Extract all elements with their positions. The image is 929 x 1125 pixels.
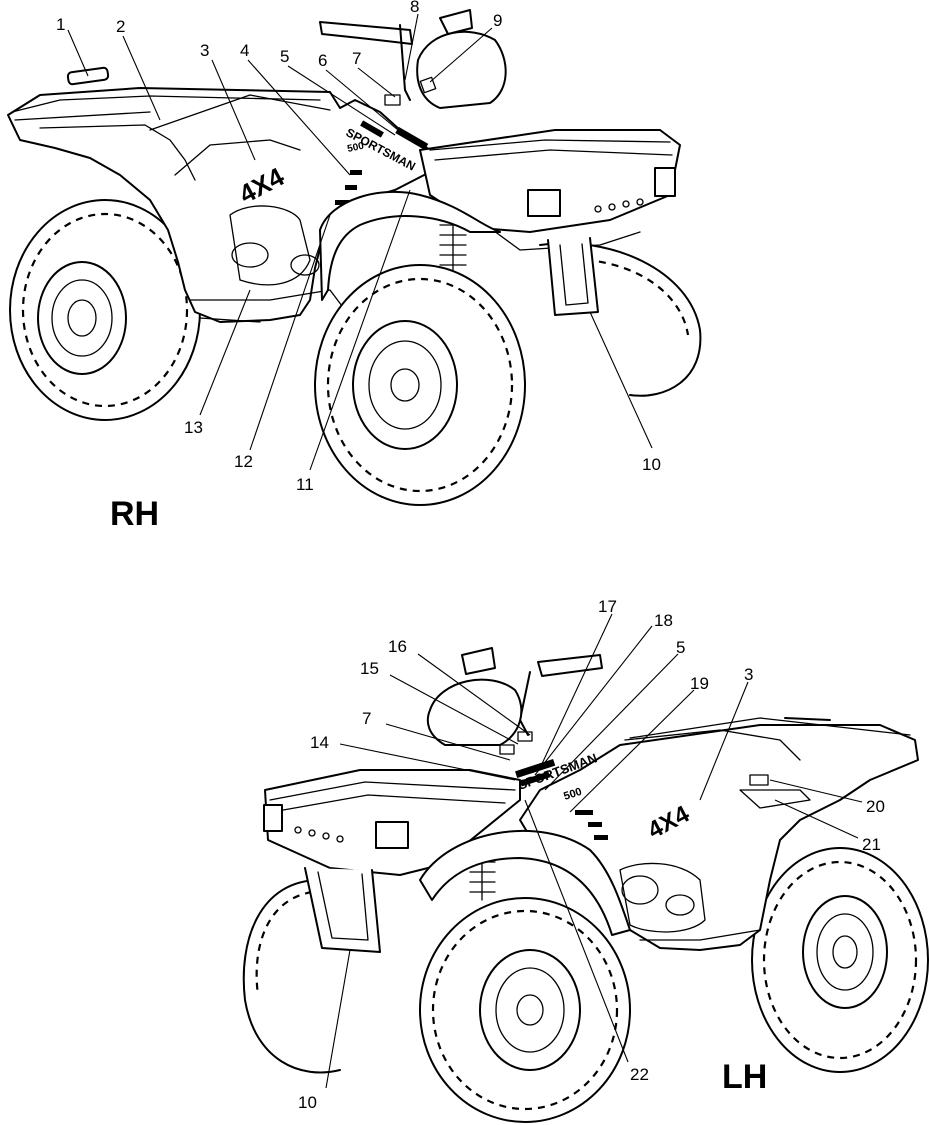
callout-rh-3: 3 xyxy=(200,41,209,60)
rh-body xyxy=(7,66,471,323)
callout-lh-18: 18 xyxy=(654,611,673,630)
rh-front-wheel xyxy=(314,264,526,506)
atv-lh-view: 4X4 SPORTSMAN 500 xyxy=(242,597,929,1123)
lh-callout-leaders xyxy=(325,613,863,1089)
rh-500-decal: 500 xyxy=(346,141,365,155)
callout-lh-15: 15 xyxy=(360,659,379,678)
rh-view-label: RH xyxy=(110,495,159,533)
callout-lh-17: 17 xyxy=(598,597,617,616)
callout-rh-9: 9 xyxy=(493,11,502,30)
callout-rh-11: 11 xyxy=(296,475,314,494)
callout-lh-5: 5 xyxy=(676,638,685,657)
callout-lh-20: 20 xyxy=(866,797,885,816)
callout-rh-7: 7 xyxy=(352,49,361,68)
callout-rh-4: 4 xyxy=(240,41,249,60)
callout-rh-1: 1 xyxy=(56,15,65,34)
callout-lh-14: 14 xyxy=(310,733,329,752)
lh-front-wheel xyxy=(419,897,631,1123)
atv-rh-view: 4X4 SPORTSMAN 500 xyxy=(7,0,702,533)
rh-handlebar-seat xyxy=(319,9,507,109)
lh-view-label: LH xyxy=(722,1058,767,1096)
callout-rh-13: 13 xyxy=(184,418,203,437)
callout-rh-10: 10 xyxy=(642,455,661,474)
callout-lh-22: 22 xyxy=(630,1065,649,1084)
lh-500-decal: 500 xyxy=(562,786,583,803)
callout-lh-3: 3 xyxy=(744,665,753,684)
callout-lh-10: 10 xyxy=(298,1093,317,1112)
callout-lh-19: 19 xyxy=(690,674,709,693)
rh-front-rack xyxy=(419,129,681,316)
lh-stripe-decals xyxy=(469,758,608,901)
callout-rh-8: 8 xyxy=(410,0,419,16)
callout-rh-6: 6 xyxy=(318,51,327,70)
callout-rh-5: 5 xyxy=(280,47,289,66)
rh-callouts: 1 2 3 4 5 6 7 8 9 10 11 12 13 xyxy=(56,0,661,494)
callout-lh-7: 7 xyxy=(362,709,371,728)
lh-handlebar-seat xyxy=(426,647,603,755)
callout-rh-12: 12 xyxy=(234,452,253,471)
lh-callouts: 15 16 17 18 5 19 3 7 14 20 21 10 22 xyxy=(298,597,885,1112)
callout-lh-21: 21 xyxy=(862,835,881,854)
lh-rear-wheel xyxy=(751,847,929,1073)
callout-rh-2: 2 xyxy=(116,17,125,36)
rh-callout-leaders xyxy=(67,13,653,471)
callout-lh-16: 16 xyxy=(388,637,407,656)
